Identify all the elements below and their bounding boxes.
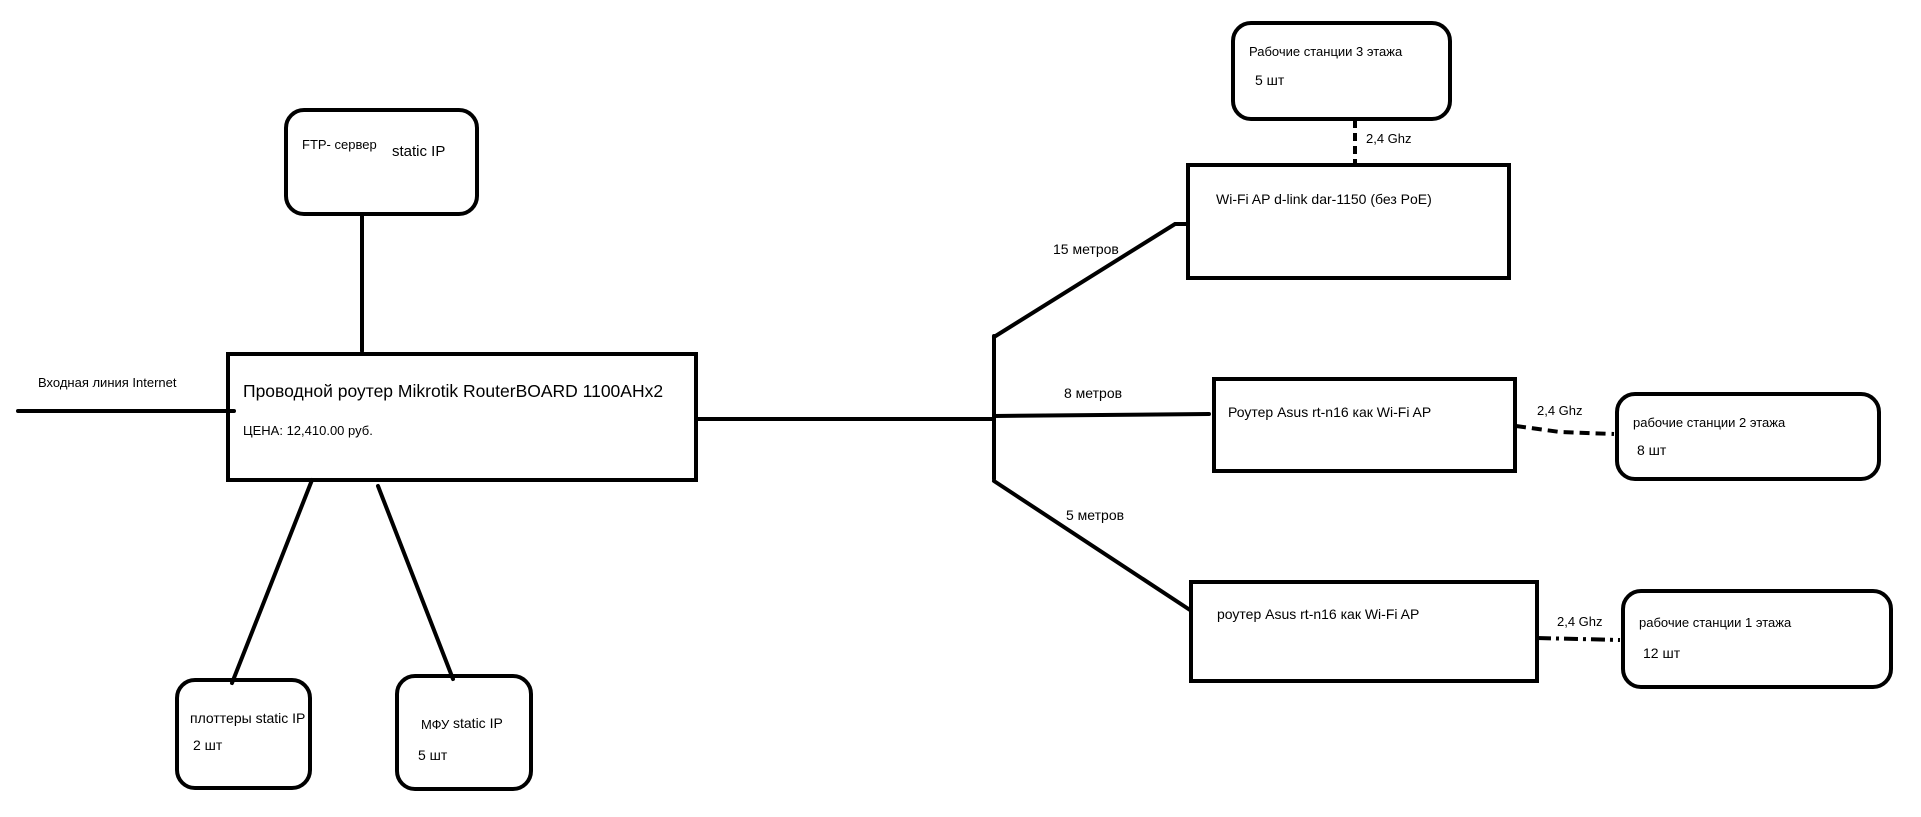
dlink-ap-box: Wi-Fi AP d-link dar-1150 (без PoE) (1186, 163, 1511, 280)
wifi-link-1-line (1536, 636, 1621, 642)
ftp-server-name: FTP- сервер (302, 137, 377, 152)
asus-ap-2-name: Роутер Asus rt-n16 как Wi-Fi AP (1228, 404, 1432, 420)
workstations-floor1-box: рабочие станции 1 этажа 12 шт (1621, 589, 1893, 689)
ftp-server-box: FTP- сервер static IP (284, 108, 479, 216)
asus2-link-line (992, 412, 1211, 418)
plotters-name: плоттеры static IP (190, 710, 306, 726)
router-mfu-line (376, 484, 455, 681)
workstations-floor3-box: Рабочие станции 3 этажа 5 шт (1231, 21, 1452, 121)
mfu-box: МФУ static IP 5 шт (395, 674, 533, 791)
wifi-band-floor1-label: 2,4 Ghz (1557, 614, 1603, 629)
internet-label: Входная линия Internet (38, 375, 177, 390)
distance-8-label: 8 метров (1064, 385, 1123, 401)
asus-ap-1-box: роутер Asus rt-n16 как Wi-Fi AP (1189, 580, 1539, 683)
mfu-name: МФУ (421, 717, 450, 732)
workstations-floor2-name: рабочие станции 2 этажа (1633, 415, 1786, 430)
workstations-floor3-name: Рабочие станции 3 этажа (1249, 44, 1403, 59)
workstations-floor1-name: рабочие станции 1 этажа (1639, 615, 1792, 630)
plotters-box: плоттеры static IP 2 шт (175, 678, 312, 790)
wifi-band-floor2-label: 2,4 Ghz (1537, 403, 1583, 418)
plotters-count: 2 шт (193, 737, 223, 753)
dlink-ap-name: Wi-Fi AP d-link dar-1150 (без PoE) (1216, 191, 1432, 207)
wifi-band-floor3-label: 2,4 Ghz (1366, 131, 1412, 146)
workstations-floor2-box: рабочие станции 2 этажа 8 шт (1615, 392, 1881, 481)
workstations-floor1-count: 12 шт (1643, 645, 1681, 661)
mfu-count: 5 шт (418, 747, 448, 763)
router-title: Проводной роутер Mikrotik RouterBOARD 11… (243, 381, 664, 401)
distance-15-label: 15 метров (1053, 241, 1119, 257)
router-plotters-line (230, 478, 314, 685)
workstations-floor2-count: 8 шт (1637, 442, 1667, 458)
mfu-ip: static IP (453, 715, 503, 731)
asus1-link-line (992, 479, 1192, 612)
asus-ap-1-name: роутер Asus rt-n16 как Wi-Fi AP (1217, 606, 1420, 622)
asus-ap-2-box: Роутер Asus rt-n16 как Wi-Fi AP (1212, 377, 1517, 473)
router-price: ЦЕНА: 12,410.00 руб. (243, 423, 373, 438)
wifi-link-2-line (1515, 424, 1615, 436)
ftp-server-ip: static IP (392, 143, 446, 160)
distance-5-label: 5 метров (1066, 507, 1125, 523)
main-router-box: Проводной роутер Mikrotik RouterBOARD 11… (226, 352, 698, 482)
dlink-link-line (992, 222, 1188, 339)
workstations-floor3-count: 5 шт (1255, 72, 1285, 88)
